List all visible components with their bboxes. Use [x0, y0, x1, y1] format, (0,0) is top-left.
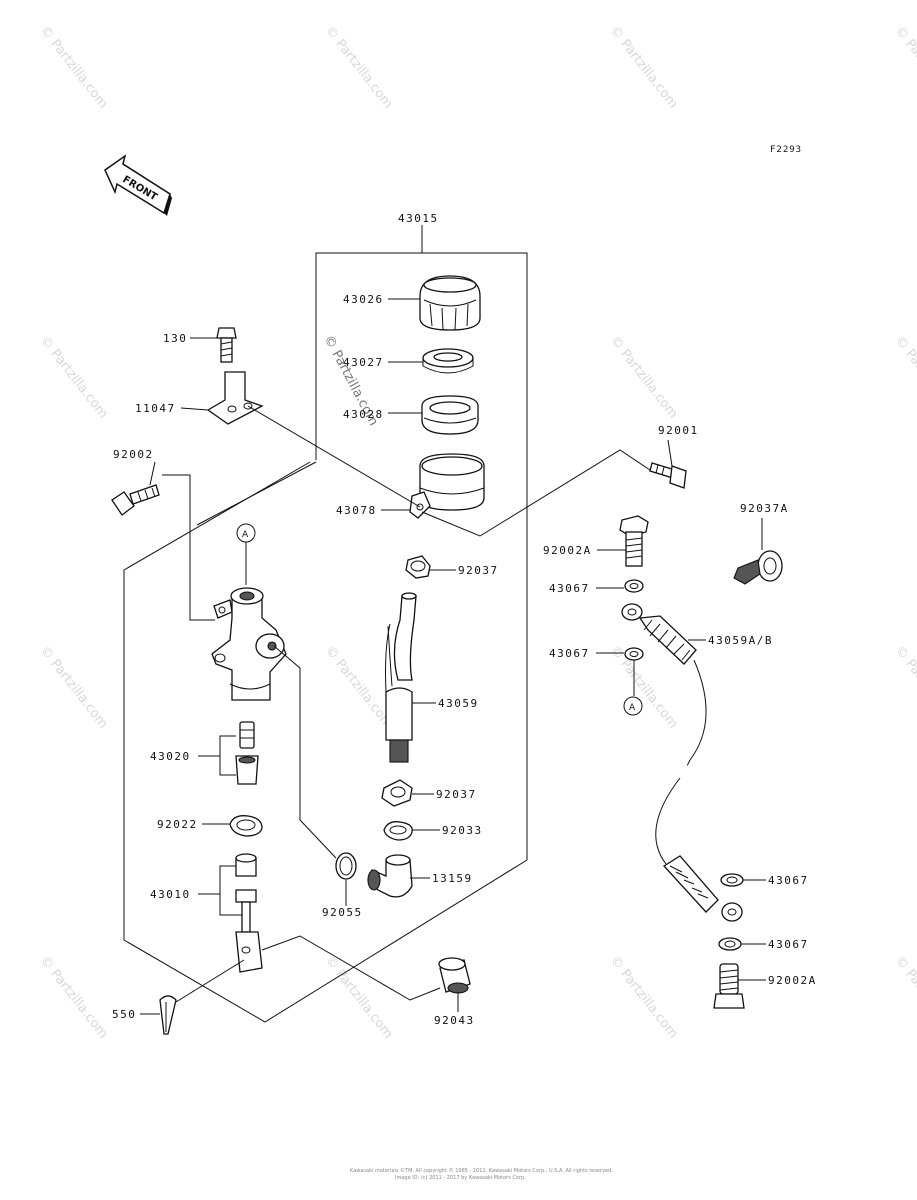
master-cylinder-body: [211, 587, 287, 701]
part-label-92043: 92043: [434, 1014, 475, 1027]
part-label-92001: 92001: [658, 424, 699, 437]
watermark: © Partzilla.com: [322, 23, 396, 111]
part-label-43020: 43020: [150, 750, 191, 763]
elbow-fitting-13159: [367, 854, 413, 898]
marker-a-label: A: [242, 530, 249, 540]
watermark: © Partzilla.com: [607, 643, 681, 731]
part-label-43078: 43078: [336, 504, 377, 517]
marker-a-top: A: [236, 523, 256, 543]
part-label-43027: 43027: [343, 356, 384, 369]
assembly-bracket-43015: [315, 225, 528, 860]
watermark: © Partzilla.com: [37, 643, 111, 731]
watermark: © Partzilla.com: [37, 23, 111, 111]
mounting-bracket-11047: [206, 371, 264, 425]
hose-clamp-92037-top: [405, 555, 431, 579]
clip-92037a: [733, 550, 783, 585]
diaphragm: [421, 395, 479, 435]
part-label-43059ab: 43059A/B: [708, 634, 773, 647]
piston-43020: [235, 721, 259, 785]
fluid-reservoir: [409, 453, 485, 519]
front-arrow-icon: FRONT: [104, 154, 172, 216]
watermark: © Partzilla.com: [322, 953, 396, 1041]
watermark: © Partzilla.com: [37, 953, 111, 1041]
part-label-43026: 43026: [343, 293, 384, 306]
watermark: © Partzilla.com: [37, 333, 111, 421]
hose-clamp-92037-bottom: [381, 779, 413, 807]
reservoir-hose-43059: [385, 592, 417, 763]
banjo-bolt-92002a-bottom: [713, 963, 745, 1009]
push-rod-43010: [235, 853, 263, 973]
part-label-92033: 92033: [442, 824, 483, 837]
copyright-note: Kawasaki materials ©TM. All copyright © …: [350, 1167, 613, 1174]
watermark: © Partzilla.com: [607, 953, 681, 1041]
part-label-43028: 43028: [343, 408, 384, 421]
watermark: © Partzilla.com: [892, 953, 917, 1041]
part-label-92002: 92002: [113, 448, 154, 461]
washer-43067-3: [720, 873, 744, 887]
part-label-13159: 13159: [432, 872, 473, 885]
washer-43067-1: [624, 579, 644, 593]
brake-hose-43059ab: [621, 603, 743, 922]
watermark: © Partzilla.com: [607, 23, 681, 111]
part-label-43059: 43059: [438, 697, 479, 710]
washer-43067-2: [624, 647, 644, 661]
clevis-pin-92043: [438, 957, 471, 994]
watermark: © Partzilla.com: [892, 23, 917, 111]
circlip-92022: [229, 815, 263, 837]
part-label-92037a: 92037A: [740, 502, 789, 515]
part-label-11047: 11047: [135, 402, 176, 415]
part-label-43067-2: 43067: [549, 647, 590, 660]
part-label-43067-4: 43067: [768, 938, 809, 951]
marker-a-label: A: [629, 703, 636, 713]
watermark: © Partzilla.com: [322, 643, 396, 731]
cotter-pin-550: [159, 995, 177, 1035]
washer-43067-4: [718, 937, 742, 951]
part-label-92037-bottom: 92037: [436, 788, 477, 801]
watermark: © Partzilla.com: [892, 333, 917, 421]
part-label-43015: 43015: [398, 212, 439, 225]
part-label-92002a-bottom: 92002A: [768, 974, 817, 987]
part-label-43067-3: 43067: [768, 874, 809, 887]
copyright-note-2: Image ID: (c) 2011 - 2017 by Kawasaki Mo…: [395, 1175, 526, 1181]
part-label-92002a-top: 92002A: [543, 544, 592, 557]
bolt-130: [216, 327, 237, 363]
watermark: © Partzilla.com: [607, 333, 681, 421]
diaphragm-plate: [422, 348, 474, 374]
diagram-code: F2293: [770, 145, 802, 155]
part-label-550: 550: [112, 1008, 136, 1021]
bolt-92001: [649, 462, 687, 489]
assembly-outline: [123, 461, 528, 1023]
part-label-92022: 92022: [157, 818, 198, 831]
banjo-bolt-92002a-top: [619, 515, 649, 567]
circlip-92033: [383, 821, 413, 841]
reservoir-cap: [419, 275, 481, 331]
watermark: © Partzilla.com: [892, 643, 917, 731]
part-label-92055: 92055: [322, 906, 363, 919]
part-label-130: 130: [163, 332, 187, 345]
o-ring-92055: [335, 852, 357, 880]
bolt-92002: [111, 484, 160, 516]
marker-a-mid: A: [623, 696, 643, 716]
part-label-92037-top: 92037: [458, 564, 499, 577]
part-label-43067-1: 43067: [549, 582, 590, 595]
part-label-43010: 43010: [150, 888, 191, 901]
